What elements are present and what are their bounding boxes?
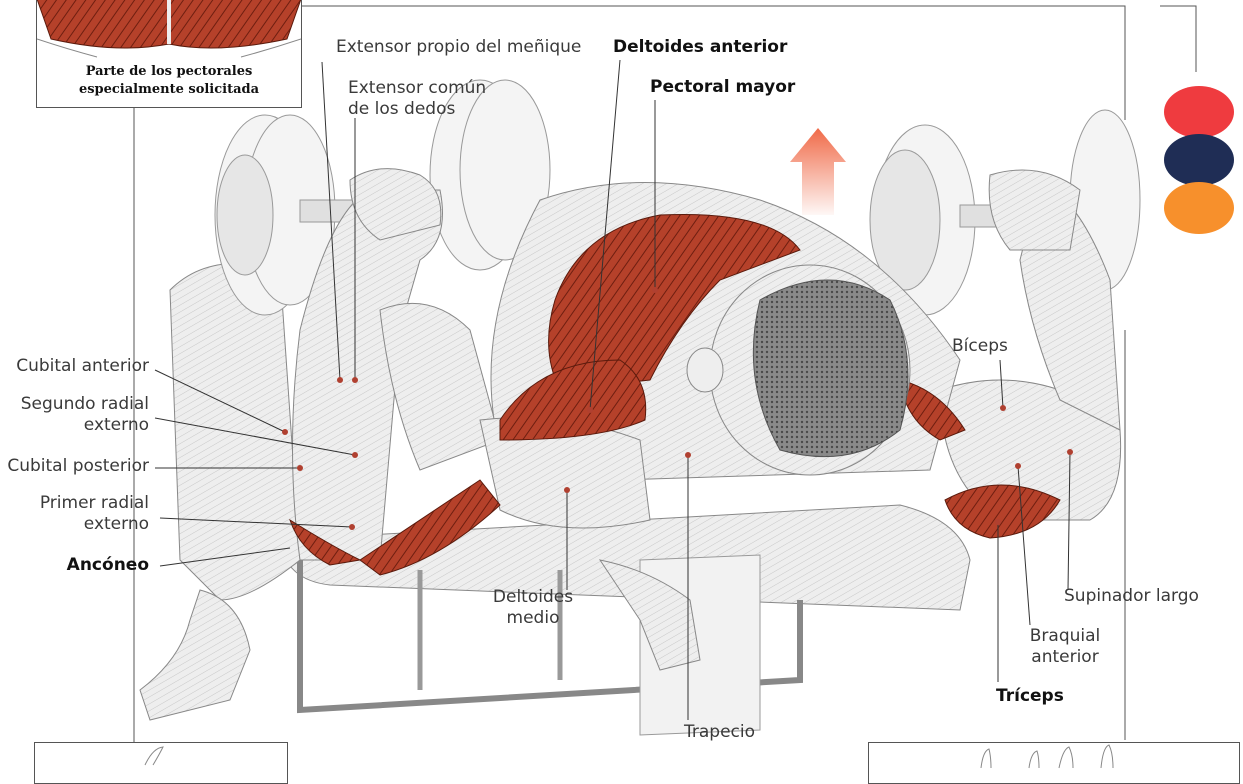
label-primer-radial: Primer radial externo [40,493,149,535]
inset-bottom-right-sketch [869,743,1239,773]
inset-pectorals: Parte de los pectorales especialmente so… [36,0,302,108]
inset-bottom-right [868,742,1240,784]
up-arrow [790,128,846,215]
label-extensor-menique: Extensor propio del meñique [336,37,581,58]
label-anconeo: Ancóneo [67,555,149,576]
label-trapecio: Trapecio [684,722,755,743]
label-cubital-posterior: Cubital posterior [7,456,149,477]
label-biceps: Bíceps [952,336,1008,357]
inset-caption: Parte de los pectorales especialmente so… [37,63,301,99]
label-braquial-anterior: Braquial anterior [1020,626,1110,668]
label-segundo-radial: Segundo radial externo [21,394,149,436]
label-pectoral-mayor: Pectoral mayor [650,77,795,98]
label-cubital-anterior: Cubital anterior [16,356,149,377]
inset-bottom-left-sketch [35,743,287,773]
bench [280,505,970,735]
label-deltoides-anterior: Deltoides anterior [613,37,787,58]
anatomy-diagram: Parte de los pectorales especialmente so… [0,0,1243,766]
inset-bottom-left [34,742,288,784]
label-deltoides-medio: Deltoides medio [488,587,578,629]
legend-dot-navy [1164,134,1234,186]
label-extensor-comun: Extensor común de los dedos [348,78,486,120]
label-triceps: Tríceps [996,686,1064,707]
inset-pectorals-illustration [37,0,301,59]
legend-dot-red [1164,86,1234,138]
label-supinador-largo: Supinador largo [1064,586,1199,607]
legend-dot-orange [1164,182,1234,234]
